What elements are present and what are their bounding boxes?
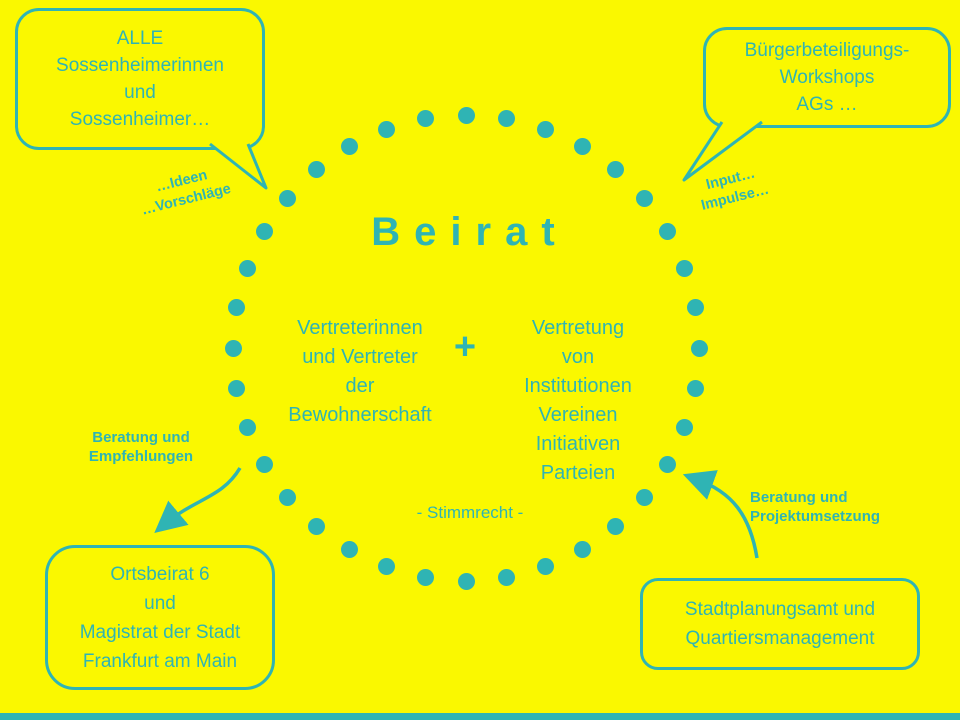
ring-dot	[279, 489, 296, 507]
label-line: Beratung und	[750, 489, 848, 506]
ring-dot	[417, 110, 435, 128]
ring-dot	[537, 558, 555, 576]
arrow-from-stadtplanungsamt	[682, 470, 759, 559]
label-line: Beratung und	[92, 429, 190, 446]
box-line: Stadtplanungsamt und	[684, 599, 876, 620]
ring-dot	[686, 379, 704, 397]
right-column-line: Parteien	[540, 462, 616, 484]
box-stadtplanungsamt: Stadtplanungsamt und Quartiersmanagement	[640, 578, 920, 670]
bubble-line: und	[124, 82, 156, 103]
ring-dot	[457, 572, 475, 590]
bubble-line: Workshops	[779, 67, 875, 88]
ring-dot	[307, 161, 325, 178]
ring-dot	[659, 223, 677, 240]
box-line: Magistrat der Stadt	[79, 621, 241, 643]
ring-dot	[255, 456, 273, 473]
ring-dot	[676, 259, 694, 277]
left-column-line: Bewohnerschaft	[288, 404, 432, 426]
ring-dot	[574, 541, 591, 559]
left-column-line: der	[345, 375, 375, 397]
box-ortsbeirat: Ortsbeirat 6 und Magistrat der Stadt Fra…	[45, 545, 275, 690]
ring-dot	[676, 419, 694, 437]
ring-dot	[255, 223, 273, 240]
bubble-alle-sossenheimer: ALLE Sossenheimerinnen und Sossenheimer…	[15, 8, 265, 150]
right-column: Vertretung von Institutionen Vereinen In…	[478, 314, 678, 488]
right-column-line: Vertretung	[531, 317, 625, 339]
ring-dot	[686, 299, 704, 317]
ring-dot	[607, 517, 625, 535]
right-column-line: von	[561, 346, 595, 368]
bubble-line: Sossenheimer…	[69, 109, 211, 130]
ring-dot	[228, 299, 246, 317]
right-column-line: Vereinen	[538, 404, 618, 426]
ring-dot	[224, 339, 242, 357]
ring-dot	[238, 419, 256, 437]
ring-dot	[607, 161, 625, 178]
ring-dot	[307, 517, 325, 535]
plus-sign: +	[453, 326, 477, 368]
label-beratung-projektumsetzung: Beratung und Projektumsetzung	[750, 488, 910, 526]
bubble-line: Sossenheimerinnen	[56, 55, 224, 76]
left-column-line: Vertreterinnen	[297, 317, 423, 339]
bubble-line: AGs …	[796, 94, 858, 115]
box-line: Quartiersmanagement	[685, 628, 875, 649]
ring-dot	[635, 489, 653, 507]
ring-dot	[457, 106, 475, 124]
ring-dot	[417, 568, 435, 586]
label-beratung-empfehlungen: Beratung und Empfehlungen	[72, 428, 210, 466]
ring-dot	[659, 456, 677, 473]
footer-bar	[0, 713, 960, 720]
diagram-title: Beirat	[371, 210, 569, 254]
label-line: Empfehlungen	[88, 448, 194, 465]
ring-dot	[377, 120, 395, 138]
left-column-line: und Vertreter	[302, 346, 418, 368]
ring-dot	[537, 120, 555, 138]
voting-note: - Stimmrecht -	[416, 503, 524, 522]
ring-dot	[497, 110, 515, 128]
bubble-line: Bürgerbeteiligungs-	[744, 40, 910, 61]
ring-dot	[497, 568, 515, 586]
bubble-buergerbeteiligung: Bürgerbeteiligungs- Workshops AGs …	[703, 27, 951, 128]
left-column: Vertreterinnen und Vertreter der Bewohne…	[260, 314, 460, 430]
ring-dot	[690, 339, 708, 357]
box-line: und	[144, 592, 176, 614]
ring-dot	[341, 541, 358, 559]
ring-dot	[377, 558, 395, 576]
right-column-line: Initiativen	[535, 433, 621, 455]
box-line: Ortsbeirat 6	[110, 563, 210, 585]
ring-dot	[238, 259, 256, 277]
ring-dot	[574, 137, 591, 155]
box-line: Frankfurt am Main	[82, 650, 238, 672]
bubble-line: ALLE	[116, 28, 164, 49]
label-input-impulse: Input… Impulse…	[675, 157, 791, 220]
right-column-line: Institutionen	[524, 375, 632, 397]
ring-dot	[341, 137, 358, 155]
ring-dot	[228, 379, 246, 397]
ring-dot	[279, 189, 296, 207]
arrow-to-ortsbeirat	[154, 467, 242, 533]
label-ideen-vorschlaege: …Ideen …Vorschläge	[115, 157, 252, 226]
ring-dot	[635, 189, 653, 207]
label-line: Projektumsetzung	[750, 508, 881, 525]
